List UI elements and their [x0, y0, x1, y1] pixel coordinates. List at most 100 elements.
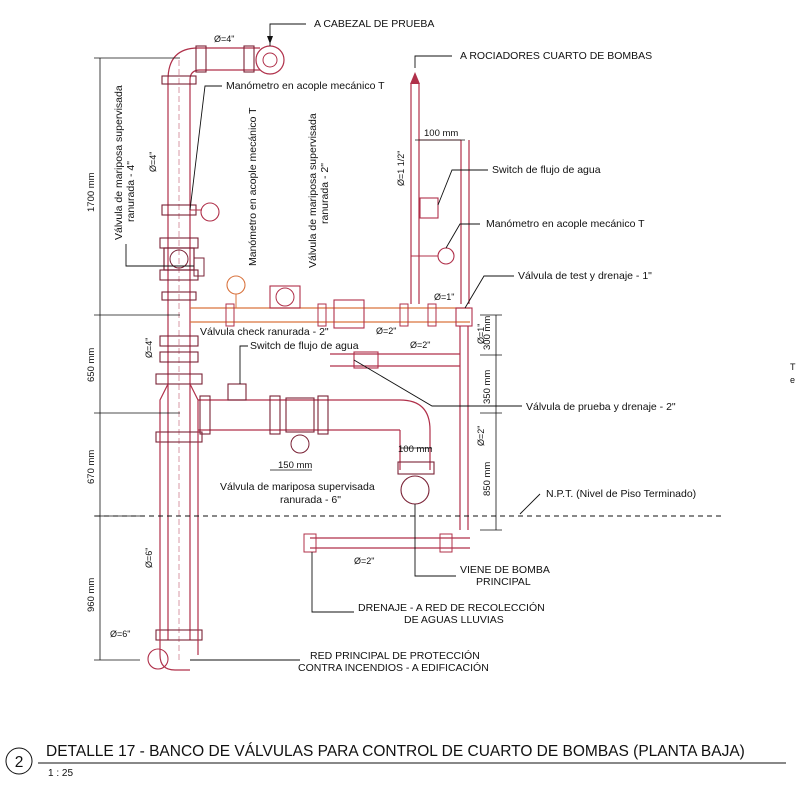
pump-inlet-flange: [400, 475, 430, 505]
pipe-network: [147, 45, 473, 671]
dim-100-top: 100 mm: [424, 128, 458, 139]
riser-coupling-7: [159, 351, 199, 363]
cabezal-flange-inner: [262, 52, 278, 68]
bottom-flange: [147, 648, 169, 670]
dim-850: 850 mm: [482, 462, 493, 496]
detail-number-circle: [5, 747, 33, 775]
label-mariposa-2-line1: Válvula de mariposa supervisada: [307, 113, 319, 268]
detail-number: 2: [15, 754, 24, 771]
riser-coupling-9: [155, 431, 203, 443]
branch-coupling-2: [317, 303, 327, 327]
label-drenaje-line2: DE AGUAS LLUVIAS: [404, 614, 504, 626]
diameter-4-lower: Ø=4": [144, 338, 154, 358]
test-drain-valve-1: [455, 307, 473, 327]
edge-text-t: T: [790, 362, 796, 372]
label-viene-line1: VIENE DE BOMBA: [460, 564, 550, 576]
label-manometro-vert: Manómetro en acople mecánico T: [247, 107, 259, 266]
label-switch-flujo-right: Switch de flujo de agua: [492, 164, 601, 176]
label-npt: N.P.T. (Nivel de Piso Terminado): [546, 488, 696, 500]
edge-text-e: e: [790, 375, 795, 385]
top-coupling-right: [243, 45, 255, 73]
label-drenaje-line1: DRENAJE - A RED DE RECOLECCIÓN: [358, 601, 545, 614]
header-coupling-3: [317, 395, 329, 435]
riser-coupling-10: [155, 629, 203, 641]
manometer-right: [437, 247, 455, 265]
branch-coupling-3: [399, 303, 409, 327]
header-coupling-1: [199, 395, 211, 435]
riser-coupling-5: [161, 291, 197, 301]
manometer-branch: [226, 275, 246, 295]
riser-coupling-4: [159, 269, 199, 281]
main-riser-pipe: [167, 80, 191, 640]
label-valvula-check: Válvula check ranurada - 2": [200, 326, 329, 338]
riser-coupling-8: [155, 373, 203, 385]
dim-1700: 1700 mm: [86, 172, 97, 212]
label-mariposa-6-line2: ranurada - 6": [280, 494, 341, 506]
diameter-2-b: Ø=2": [410, 340, 430, 350]
orange-branch-pipe: [190, 307, 470, 323]
butterfly-valve-6-body: [285, 397, 315, 433]
detail-scale: 1 : 25: [48, 768, 73, 779]
lower-elbow: [399, 399, 431, 470]
dimension-lines: [94, 57, 502, 661]
diameter-6-vert: Ø=6": [144, 548, 154, 568]
cabezal-flange: [255, 45, 285, 75]
dim-650: 650 mm: [86, 348, 97, 382]
detail-title: DETALLE 17 - BANCO DE VÁLVULAS PARA CONT…: [46, 743, 745, 760]
leader-lines: [125, 23, 541, 661]
dim-960: 960 mm: [86, 578, 97, 612]
diameter-1-half: Ø=1 1/2": [396, 151, 406, 186]
lower-header-pipe: [198, 399, 400, 431]
top-elbow: [167, 47, 260, 81]
diameter-2-c: Ø=2": [476, 426, 486, 446]
pump-inlet-coupling: [397, 461, 435, 475]
label-manometro-top: Manómetro en acople mecánico T: [226, 80, 385, 92]
dim-150: 150 mm: [278, 460, 312, 471]
dim-100-mid: 100 mm: [398, 444, 432, 455]
label-manometro-right: Manómetro en acople mecánico T: [486, 218, 645, 230]
butterfly-valve-4-disc: [169, 249, 189, 269]
diameter-2-a: Ø=2": [376, 326, 396, 336]
riser-coupling-6: [159, 335, 199, 347]
diameter-1-v: Ø=1": [476, 324, 486, 344]
label-red-line1: RED PRINCIPAL DE PROTECCIÓN: [310, 649, 480, 662]
drain-coupling-right: [439, 533, 453, 553]
header-coupling-2: [269, 395, 281, 435]
branch-2-upper: [330, 353, 460, 367]
riser-coupling-1: [161, 75, 197, 85]
label-valvula-test: Válvula de test y drenaje - 1": [518, 270, 652, 282]
manometer-riser: [200, 202, 220, 222]
diameter-4-vert: Ø=4": [148, 152, 158, 172]
sprinkler-arrow: [410, 72, 420, 84]
dim-670: 670 mm: [86, 450, 97, 484]
butterfly-valve-2-disc: [275, 287, 295, 307]
bottom-elbow: [159, 640, 199, 671]
butterfly-valve-4-handle: [193, 257, 205, 277]
dim-350: 350 mm: [482, 370, 493, 404]
sprinkler-riser-pipe: [410, 84, 420, 304]
dim-300: 300 mm: [482, 316, 493, 350]
flow-switch-lower: [227, 383, 247, 401]
butterfly-valve-2-body: [269, 285, 301, 309]
label-rociadores: A ROCIADORES CUARTO DE BOMBAS: [460, 50, 652, 62]
drain-coupling-left: [303, 533, 317, 553]
diameter-1-h: Ø=1": [434, 292, 454, 302]
diameter-4-top: Ø=4": [214, 34, 234, 44]
diameter-2-d: Ø=2": [354, 556, 374, 566]
label-cabezal: A CABEZAL DE PRUEBA: [314, 18, 434, 30]
label-valvula-prueba: Válvula de prueba y drenaje - 2": [526, 401, 676, 413]
flow-switch-right: [419, 197, 439, 219]
check-valve-body: [333, 299, 365, 329]
sprinkler-riser-pipe-2: [460, 140, 470, 304]
branch-coupling-1: [225, 303, 235, 327]
label-mariposa-6-line1: Válvula de mariposa supervisada: [220, 481, 375, 493]
label-viene-line2: PRINCIPAL: [476, 576, 531, 588]
label-mariposa-2-line2: ranurada - 2": [319, 163, 331, 224]
label-switch-flujo-mid: Switch de flujo de agua: [250, 340, 359, 352]
drain-1-pipe: [459, 326, 469, 530]
branch-coupling-4: [427, 303, 437, 327]
label-mariposa-4-line1: Válvula de mariposa supervisada: [113, 85, 125, 240]
butterfly-valve-6-disc: [290, 434, 310, 454]
label-red-line2: CONTRA INCENDIOS - A EDIFICACIÓN: [298, 661, 489, 674]
